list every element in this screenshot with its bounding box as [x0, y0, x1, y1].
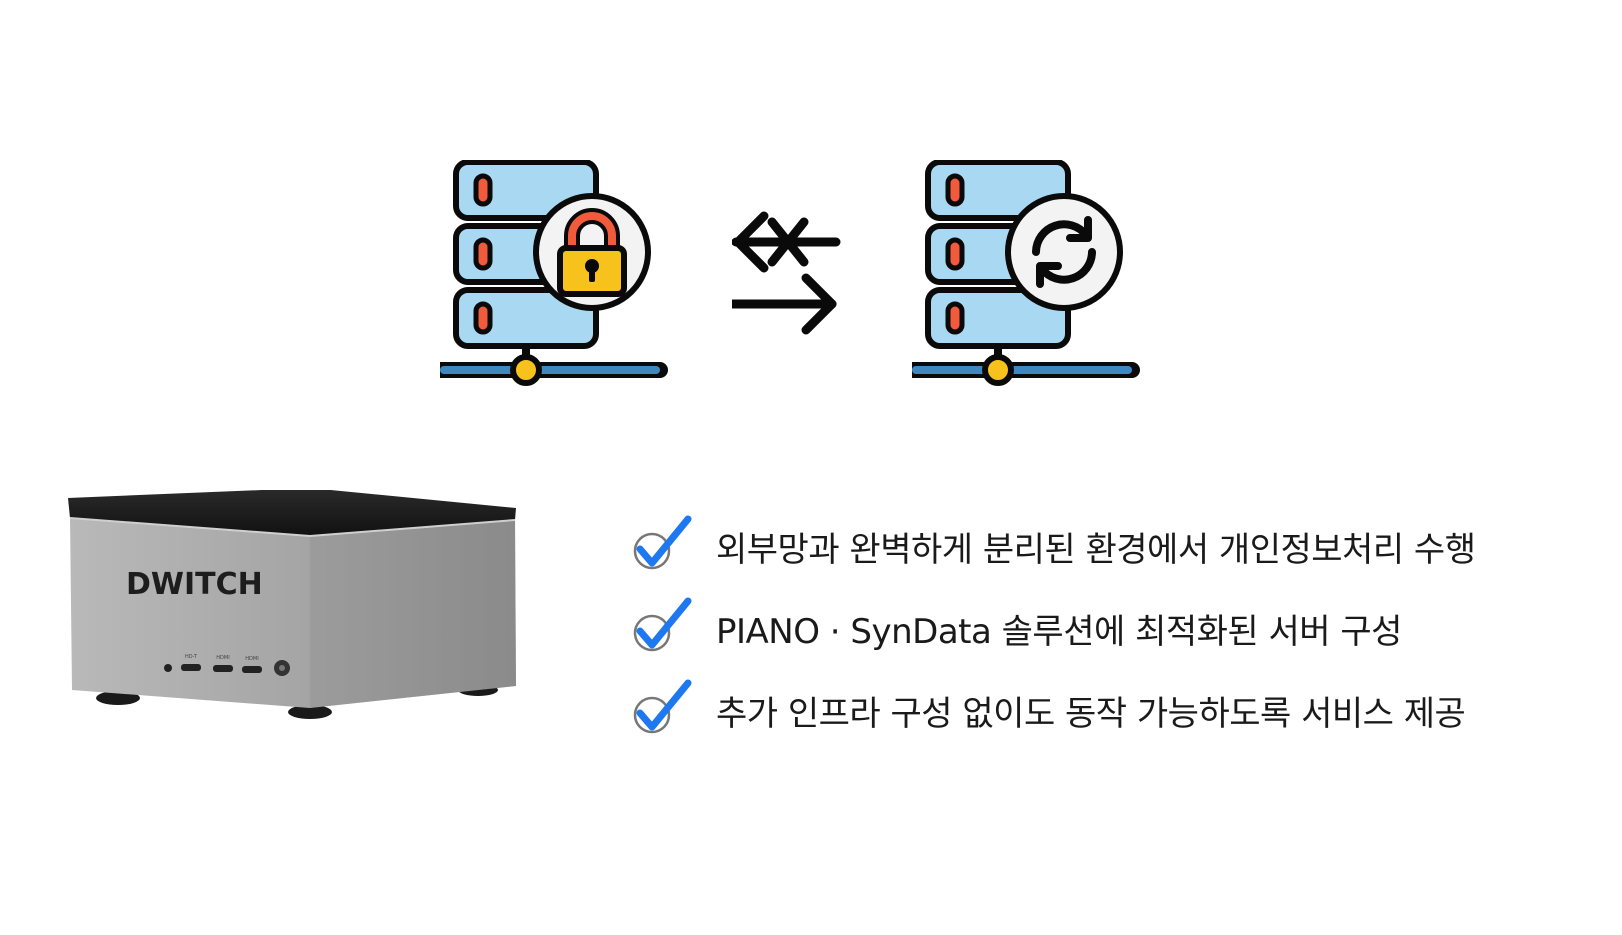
- port-label-3: HDMI: [245, 656, 258, 662]
- blocked-left-arrow-icon: [732, 211, 841, 273]
- feature-text: PIANO · SynData 솔루션에 최적화된 서버 구성: [716, 611, 1402, 652]
- feature-text: 외부망과 완벽하게 분리된 환경에서 개인정보처리 수행: [716, 529, 1476, 570]
- feature-list: 외부망과 완벽하게 분리된 환경에서 개인정보처리 수행 PIANO · Syn…: [632, 505, 1602, 751]
- mini-pc-device-image: HD-T HDMI HDMI DWITCH: [68, 490, 516, 719]
- check-icon: [633, 597, 692, 652]
- feature-text: 추가 인프라 구성 없이도 동작 가능하도록 서비스 제공: [716, 693, 1466, 734]
- list-item: PIANO · SynData 솔루션에 최적화된 서버 구성: [632, 587, 1602, 669]
- check-icon: [633, 515, 692, 570]
- server-sync-icon: [912, 160, 1140, 386]
- port-label-2: HDMI: [216, 655, 229, 661]
- list-item: 외부망과 완벽하게 분리된 환경에서 개인정보처리 수행: [632, 505, 1602, 587]
- right-arrow-icon: [732, 273, 837, 335]
- device-brand-label: DWITCH: [126, 567, 263, 602]
- data-flow-arrows: [732, 211, 841, 335]
- check-icon: [633, 679, 692, 734]
- server-lock-icon: [440, 160, 668, 386]
- port-label-1: HD-T: [185, 654, 198, 660]
- list-item: 추가 인프라 구성 없이도 동작 가능하도록 서비스 제공: [632, 669, 1602, 751]
